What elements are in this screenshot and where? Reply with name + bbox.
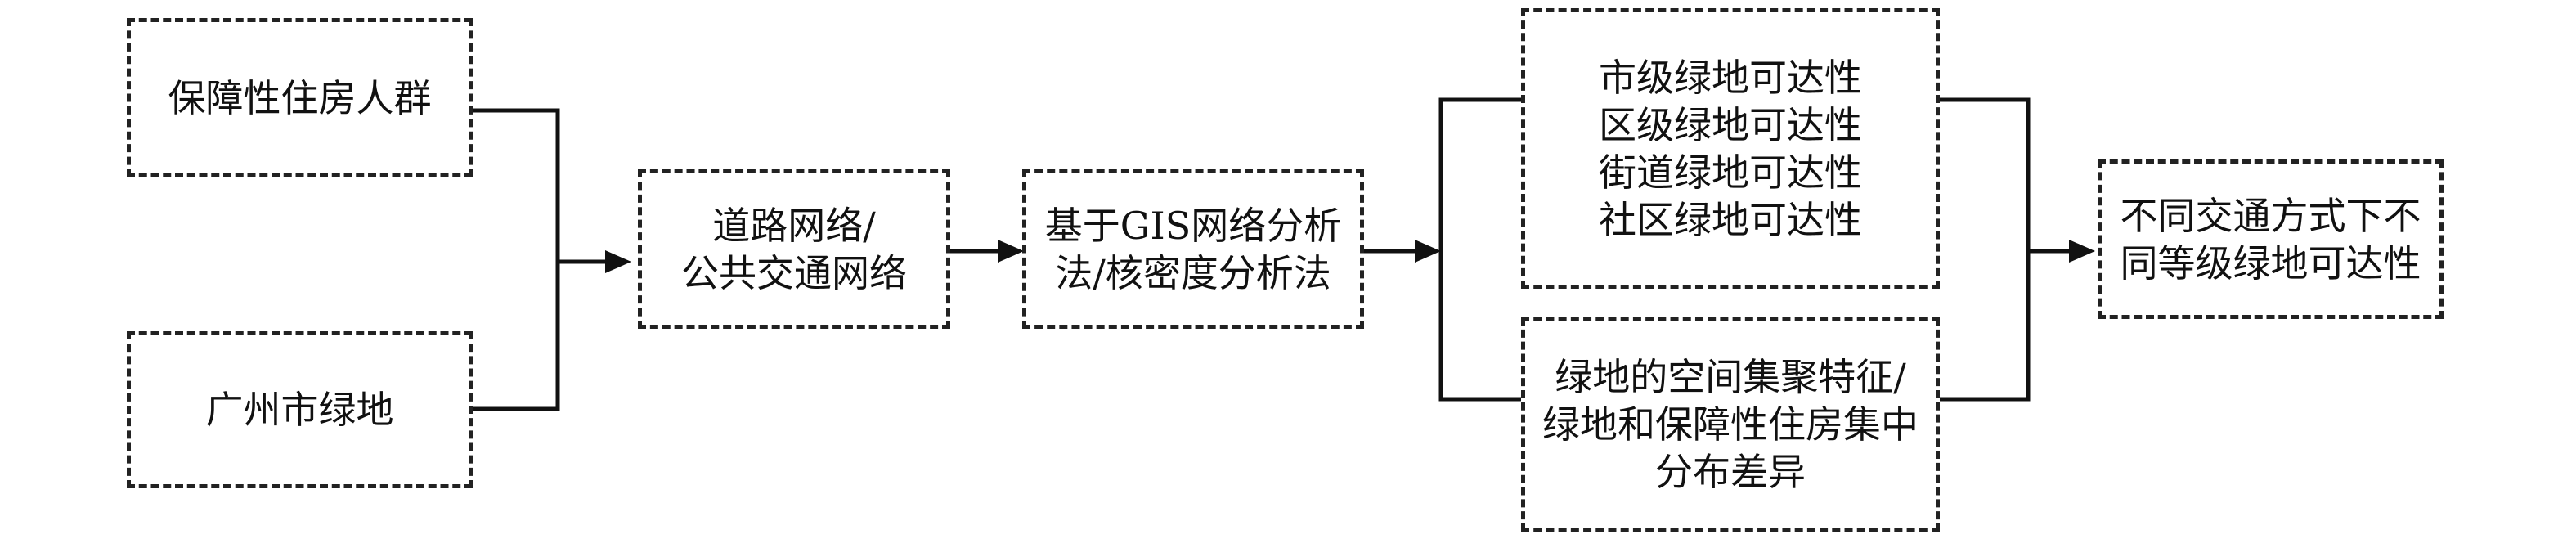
- method-node: 基于GIS网络分析 法/核密度分析法: [1022, 169, 1364, 329]
- accessibility-levels-node: 市级绿地可达性 区级绿地可达性 街道绿地可达性 社区绿地可达性: [1521, 8, 1940, 289]
- accessibility-level-district: 区级绿地可达性: [1599, 102, 1862, 147]
- accessibility-level-street: 街道绿地可达性: [1599, 150, 1862, 195]
- result-node: 不同交通方式下不 同等级绿地可达性: [2098, 159, 2444, 319]
- network-line-1: 道路网络/: [712, 203, 876, 248]
- arrowhead-to-network: [605, 250, 631, 273]
- method-line-1: 基于GIS网络分析: [1044, 203, 1342, 248]
- method-line-2: 法/核密度分析法: [1055, 250, 1331, 295]
- result-line-2: 同等级绿地可达性: [2120, 240, 2421, 285]
- result-line-1: 不同交通方式下不: [2120, 193, 2421, 238]
- arrowhead-to-method: [998, 240, 1024, 263]
- spatial-features-node: 绿地的空间集聚特征/ 绿地和保障性住房集中 分布差异: [1521, 317, 1940, 532]
- network-node: 道路网络/ 公共交通网络: [638, 169, 950, 329]
- accessibility-level-community: 社区绿地可达性: [1599, 197, 1862, 242]
- arrowhead-to-result: [2069, 240, 2095, 263]
- spatial-features-line-2: 绿地和保障性住房集中: [1542, 402, 1919, 447]
- population-node: 保障性住房人群: [127, 18, 473, 177]
- spatial-features-line-1: 绿地的空间集聚特征/: [1555, 355, 1906, 399]
- network-line-2: 公共交通网络: [681, 250, 907, 295]
- accessibility-level-city: 市级绿地可达性: [1599, 55, 1862, 100]
- population-label: 保障性住房人群: [168, 75, 432, 120]
- connector-greenspace-to-merge: [473, 262, 560, 411]
- connector-population-to-merge: [473, 108, 560, 262]
- arrowhead-to-branch: [1415, 240, 1441, 263]
- connector-branch-to-levels: [1438, 97, 1521, 251]
- connector-branch-to-features: [1438, 251, 1521, 402]
- connector-features-to-merge: [1940, 251, 2031, 402]
- greenspace-node: 广州市绿地: [127, 331, 473, 488]
- spatial-features-line-3: 分布差异: [1655, 450, 1806, 494]
- greenspace-label: 广州市绿地: [205, 388, 394, 432]
- connector-levels-to-merge: [1940, 97, 2031, 251]
